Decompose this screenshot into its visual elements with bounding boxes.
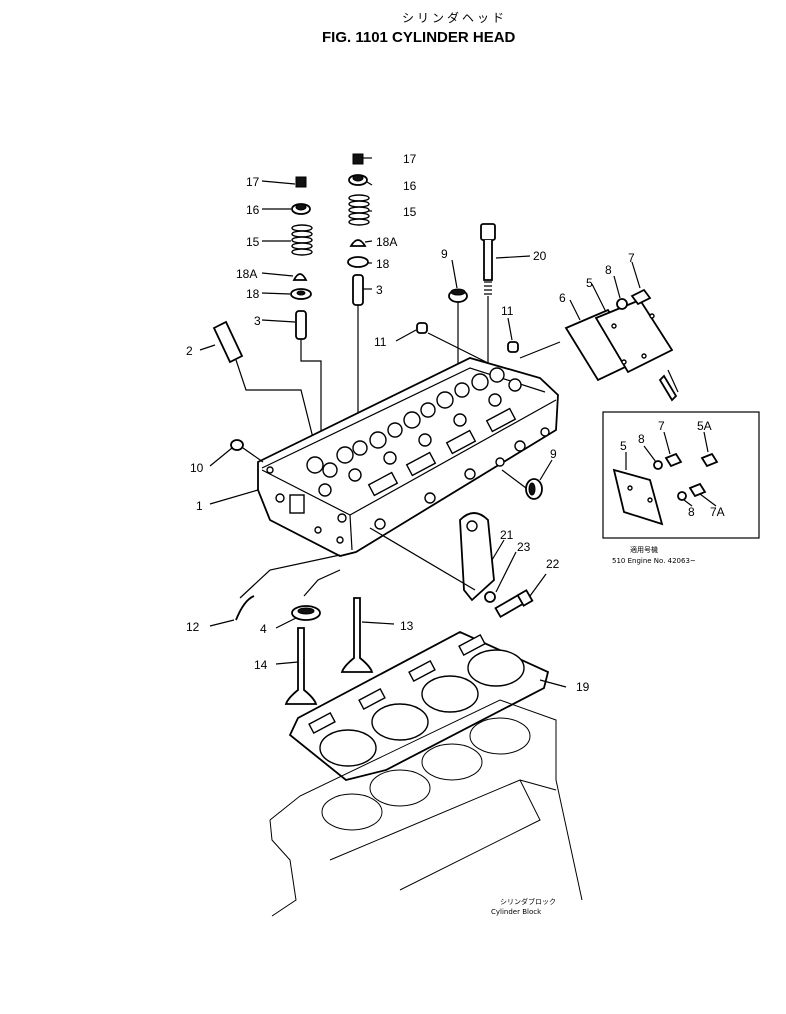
- inset-bolt-7a: [688, 482, 707, 498]
- inset-note: 510 Engine No. 42063~: [612, 557, 696, 565]
- bracket-bolt: [658, 374, 678, 402]
- callout-8-inset-b: 8: [688, 505, 695, 519]
- callout-11-left: 11: [374, 335, 387, 349]
- lifting-bracket-21: [369, 512, 495, 602]
- head-bolt-20: [480, 223, 496, 366]
- block-label-jp: シリンダブロック: [500, 897, 556, 906]
- inset-note-jp: 適用号機: [630, 545, 658, 554]
- washer-23: [484, 591, 496, 603]
- valve-spring-right: [348, 194, 370, 226]
- inset-bolt-7: [664, 452, 683, 468]
- pipe-12: [235, 595, 255, 621]
- plug-part-10: [230, 439, 244, 451]
- leader-lines: [199, 157, 641, 688]
- left-valve-stack: [290, 176, 322, 431]
- valve-guide-left: [295, 310, 307, 340]
- valve-stem-seal-left: [292, 273, 308, 281]
- callout-8: 8: [605, 263, 612, 277]
- inset-bolt-5a: [700, 452, 719, 468]
- side-cover-assembly: [519, 288, 679, 402]
- callout-5-inset: 5: [620, 439, 627, 453]
- callout-1: 1: [196, 499, 203, 513]
- callout-2: 2: [186, 344, 193, 358]
- washer-8: [616, 298, 628, 310]
- bolt-7: [630, 288, 652, 306]
- callout-17-right: 17: [403, 152, 417, 166]
- valve-13: [340, 597, 374, 673]
- callout-18-left: 18: [246, 287, 260, 301]
- callout-4: 4: [260, 622, 267, 636]
- callout-22: 22: [546, 557, 560, 571]
- inset-cover-plate: [612, 468, 664, 526]
- plug-part-11-left: [416, 322, 428, 334]
- bolt-22: [494, 589, 534, 619]
- callout-9-top: 9: [441, 247, 448, 261]
- callout-10: 10: [190, 461, 204, 475]
- plug-part-11-right: [507, 341, 519, 353]
- callout-8-inset: 8: [638, 432, 645, 446]
- callout-16-right: 16: [403, 179, 417, 193]
- cylinder-head-body: [257, 357, 559, 557]
- callout-labels: 17 17 16 16 15 15 18A 18A 18 18 3 3 2 20…: [186, 152, 725, 694]
- block-label: Cylinder Block: [491, 908, 542, 916]
- page-title: FIG. 1101 CYLINDER HEAD: [322, 29, 516, 46]
- callout-3-right: 3: [376, 283, 383, 297]
- cylinder-block: [269, 699, 583, 917]
- valve-cap-right: [352, 153, 364, 165]
- callout-9-side: 9: [550, 447, 557, 461]
- head-gasket-19: [288, 630, 550, 781]
- inset-washer-8: [653, 460, 663, 470]
- valve-guide-right: [352, 274, 364, 306]
- callout-5a-inset: 5A: [697, 419, 712, 433]
- callout-5: 5: [586, 276, 593, 290]
- callout-3-left: 3: [254, 314, 261, 328]
- callout-7a-inset: 7A: [710, 505, 725, 519]
- callout-12: 12: [186, 620, 200, 634]
- callout-18a-left: 18A: [236, 267, 257, 281]
- callout-15-left: 15: [246, 235, 260, 249]
- inset-leader-lines: [625, 431, 717, 507]
- valve-14: [284, 627, 318, 705]
- plug-part-9-side: [501, 469, 543, 500]
- callout-23: 23: [517, 540, 531, 554]
- callout-20: 20: [533, 249, 547, 263]
- right-valve-stack: [347, 153, 370, 435]
- callout-18a-right: 18A: [376, 235, 397, 249]
- callout-16-left: 16: [246, 203, 260, 217]
- callout-7-inset: 7: [658, 419, 665, 433]
- callout-6: 6: [559, 291, 566, 305]
- callout-11-right: 11: [501, 304, 514, 318]
- plug-part-9-top: [448, 288, 468, 372]
- valve-stem-seal-right: [349, 239, 367, 247]
- valve-spring-left: [291, 224, 313, 256]
- title-japanese: シリンダヘッド: [402, 10, 507, 25]
- inset-panel: [602, 411, 760, 539]
- spring-seat-right: [347, 256, 369, 268]
- callout-14: 14: [254, 658, 268, 672]
- callout-21: 21: [500, 528, 514, 542]
- inset-washer-8b: [677, 491, 687, 501]
- callout-17-left: 17: [246, 175, 260, 189]
- callout-19: 19: [576, 680, 590, 694]
- callout-7: 7: [628, 251, 635, 265]
- callout-18-right: 18: [376, 257, 390, 271]
- callout-15-right: 15: [403, 205, 417, 219]
- callout-13: 13: [400, 619, 414, 633]
- valve-cap-left: [295, 176, 307, 188]
- sleeve-part-2: [212, 320, 322, 471]
